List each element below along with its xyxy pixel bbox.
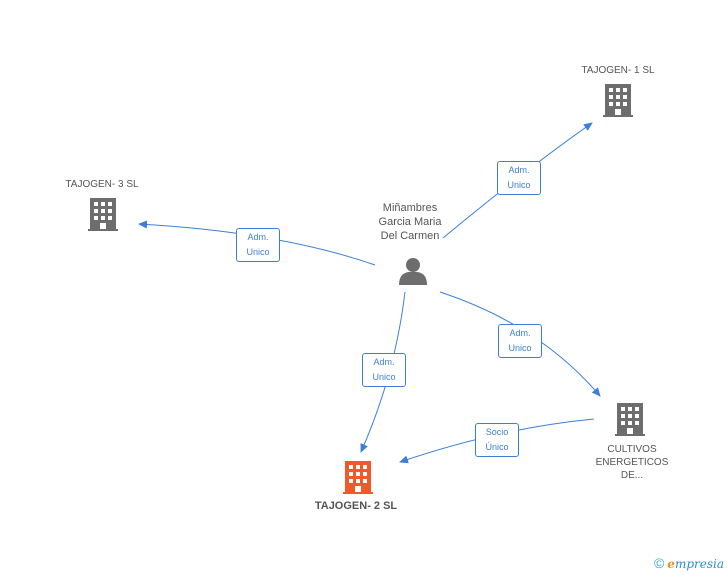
person-icon[interactable] — [399, 258, 427, 285]
building-icon[interactable] — [343, 461, 373, 494]
edge-role-line: Unico — [508, 343, 532, 353]
company-name-line: DE... — [620, 470, 644, 481]
edge-role-line: Unico — [372, 372, 396, 382]
edge-label-cultivos-tajogen2: Socio Único — [475, 423, 519, 457]
company-name-line: ENERGETICOS — [595, 457, 669, 468]
brand-footer[interactable]: ©empresia — [654, 555, 724, 571]
brand-name: mpresia — [674, 557, 724, 571]
company-label-tajogen2[interactable]: TAJOGEN- 2 SL — [314, 500, 398, 512]
edge-role-line: Adm. — [247, 232, 269, 242]
edge-role-line: Unico — [507, 180, 531, 190]
edge-label-person-tajogen2: Adm. Unico — [362, 353, 406, 387]
company-label-tajogen1[interactable]: TAJOGEN- 1 SL — [581, 65, 655, 76]
brand-initial: e — [667, 557, 675, 571]
person-name-line: Garcia Maria — [378, 216, 442, 228]
building-icon[interactable] — [88, 198, 118, 231]
person-name-line: Del Carmen — [380, 230, 440, 242]
company-label-tajogen3[interactable]: TAJOGEN- 3 SL — [65, 179, 139, 190]
edge-role-line: Adm. — [509, 328, 531, 338]
person-label[interactable]: Miñambres Garcia Maria Del Carmen — [360, 201, 460, 243]
edge-role-line: Adm. — [508, 165, 530, 175]
edge-role-line: Unico — [246, 247, 270, 257]
company-name-line: CULTIVOS — [607, 444, 657, 455]
building-icon[interactable] — [615, 403, 645, 436]
edge-label-person-tajogen3: Adm. Unico — [236, 228, 280, 262]
person-name-line: Miñambres — [382, 202, 438, 214]
edge-role-line: Único — [485, 442, 509, 452]
edge-role-line: Adm. — [373, 357, 395, 367]
copyright-icon: © — [653, 555, 665, 571]
edge-role-line: Socio — [485, 427, 509, 437]
building-icon[interactable] — [603, 84, 633, 117]
edge-label-person-tajogen1: Adm. Unico — [497, 161, 541, 195]
company-label-cultivos[interactable]: CULTIVOS ENERGETICOS DE... — [577, 443, 687, 482]
edge-label-person-cultivos: Adm. Unico — [498, 324, 542, 358]
